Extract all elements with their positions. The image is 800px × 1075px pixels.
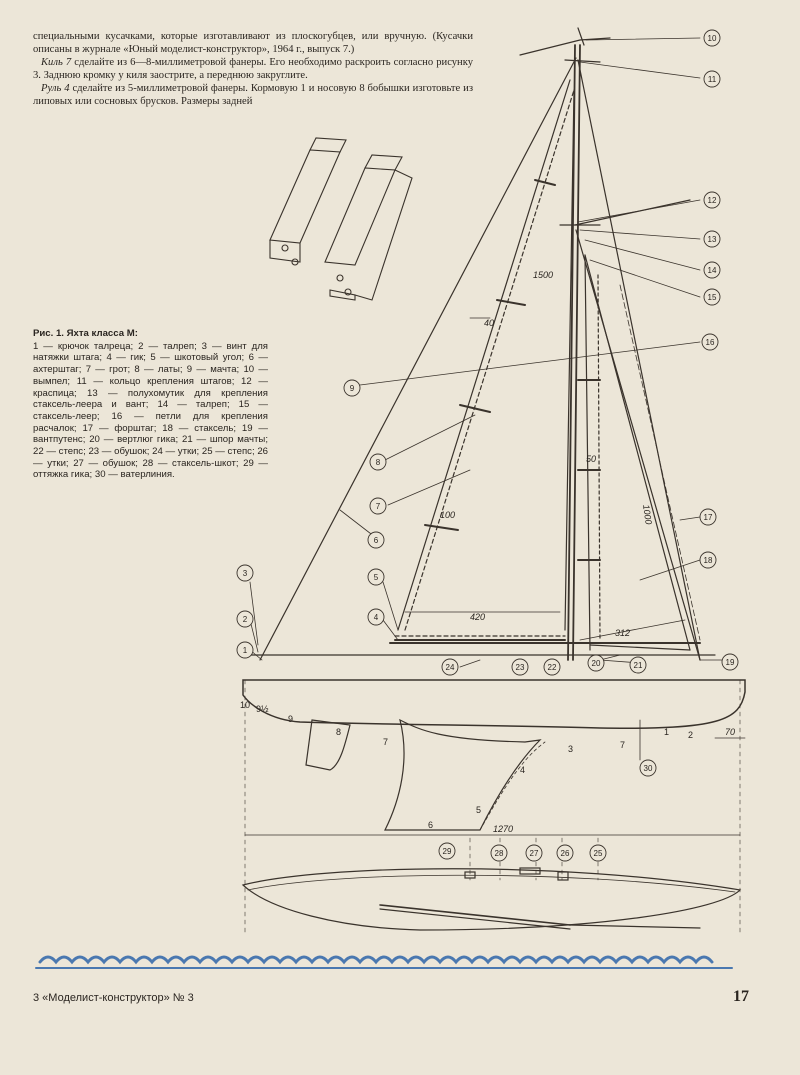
callout-4: 4 bbox=[374, 613, 379, 622]
dim-1000: 1000 bbox=[641, 504, 654, 525]
callout-leaders bbox=[249, 37, 726, 761]
dim-70: 70 bbox=[725, 727, 735, 737]
rudder-text: сделайте из 5-миллиметровой фанеры. Корм… bbox=[33, 83, 474, 107]
dim-420: 420 bbox=[470, 612, 485, 622]
wave-ornament bbox=[35, 955, 733, 969]
hull-label-3: 3 bbox=[568, 744, 573, 754]
callout-17: 17 bbox=[704, 513, 713, 522]
hull bbox=[242, 679, 746, 729]
keel-text: сделайте из 6—8-миллиметровой фанеры. Ег… bbox=[33, 57, 474, 81]
callout-numbers: 10 11 12 13 14 15 16 9 8 7 6 17 18 5 4 3… bbox=[243, 34, 735, 858]
hull-labels: 10 9½ 9 8 7 3 7 1 2 4 5 6 bbox=[240, 700, 693, 830]
pennant bbox=[519, 37, 611, 56]
callout-23: 23 bbox=[516, 663, 525, 672]
page-number: 17 bbox=[733, 988, 749, 1005]
callout-10: 10 bbox=[708, 34, 717, 43]
caption-legend: 1 — крючок талреца; 2 — талреп; 3 — винт… bbox=[33, 340, 268, 481]
hull-label-8: 8 bbox=[336, 727, 341, 737]
callout-29: 29 bbox=[443, 847, 452, 856]
callout-circles bbox=[236, 29, 739, 862]
callout-7: 7 bbox=[376, 502, 381, 511]
callout-6: 6 bbox=[374, 536, 379, 545]
callout-3: 3 bbox=[243, 569, 248, 578]
callout-25: 25 bbox=[594, 849, 603, 858]
hull-label-9half: 9½ bbox=[256, 704, 269, 714]
callout-9: 9 bbox=[350, 384, 355, 393]
callout-21: 21 bbox=[634, 661, 643, 670]
mast-profile-detail bbox=[269, 137, 413, 301]
fin-keel bbox=[384, 718, 542, 831]
callout-8: 8 bbox=[376, 458, 381, 467]
intro-paragraph-3: Руль 4 сделайте из 5-миллиметровой фанер… bbox=[33, 82, 473, 108]
intro-paragraph-2: Киль 7 сделайте из 6—8-миллиметровой фан… bbox=[33, 56, 473, 82]
hull-label-1: 1 bbox=[664, 727, 669, 737]
hull-label-7b: 7 bbox=[620, 740, 625, 750]
dimension-labels: 1500 40 100 50 1000 420 312 70 1270 bbox=[440, 270, 735, 834]
hull-label-4: 4 bbox=[520, 765, 525, 775]
dim-1500: 1500 bbox=[533, 270, 553, 280]
callout-30: 30 bbox=[644, 764, 653, 773]
callout-27: 27 bbox=[530, 849, 539, 858]
hull-label-9: 9 bbox=[288, 714, 293, 724]
backstay bbox=[259, 57, 577, 661]
intro-paragraph-1: специальными кусачками, которые изготавл… bbox=[33, 31, 473, 55]
callout-2: 2 bbox=[243, 615, 248, 624]
callout-18: 18 bbox=[704, 556, 713, 565]
figure-caption: Рис. 1. Яхта класса М: 1 — крючок талрец… bbox=[33, 328, 268, 481]
rudder-lead: Руль 4 bbox=[41, 83, 70, 94]
callout-26: 26 bbox=[561, 849, 570, 858]
rudder bbox=[305, 719, 351, 771]
callout-19: 19 bbox=[726, 658, 735, 667]
mainsail-leech bbox=[397, 79, 571, 631]
hull-label-5: 5 bbox=[476, 805, 481, 815]
callout-15: 15 bbox=[708, 293, 717, 302]
callout-22: 22 bbox=[548, 663, 557, 672]
footer-journal: 3 «Моделист-конструктор» № 3 bbox=[33, 992, 194, 1004]
intro-text: специальными кусачками, которые изготавл… bbox=[33, 30, 473, 108]
callout-20: 20 bbox=[592, 659, 601, 668]
dim-40: 40 bbox=[484, 318, 494, 328]
callout-11: 11 bbox=[708, 75, 717, 84]
dim-100: 100 bbox=[440, 510, 455, 520]
callout-12: 12 bbox=[708, 196, 717, 205]
callout-5: 5 bbox=[374, 573, 379, 582]
forestay bbox=[577, 59, 701, 661]
boom-plan bbox=[379, 904, 571, 926]
callout-24: 24 bbox=[446, 663, 455, 672]
callout-16: 16 bbox=[706, 338, 715, 347]
callout-13: 13 bbox=[708, 235, 717, 244]
deck-plan-view bbox=[241, 868, 742, 931]
callout-28: 28 bbox=[495, 849, 504, 858]
battens bbox=[424, 179, 601, 561]
callout-1: 1 bbox=[243, 646, 248, 655]
hull-label-6: 6 bbox=[428, 820, 433, 830]
dim-50: 50 bbox=[586, 454, 596, 464]
dim-312: 312 bbox=[615, 628, 630, 638]
caption-title: Рис. 1. Яхта класса М: bbox=[33, 328, 138, 339]
keel-lead: Киль 7 bbox=[41, 57, 72, 68]
callout-14: 14 bbox=[708, 266, 717, 275]
dim-1270: 1270 bbox=[493, 824, 513, 834]
hull-label-10: 10 bbox=[240, 700, 250, 710]
hull-label-7a: 7 bbox=[383, 737, 388, 747]
mast bbox=[567, 44, 581, 661]
hull-label-2: 2 bbox=[688, 730, 693, 740]
